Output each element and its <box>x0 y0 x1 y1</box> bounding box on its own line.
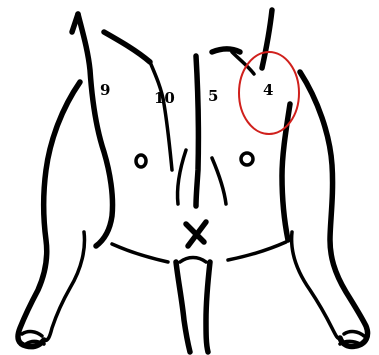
region-9-label: 9 <box>100 81 110 99</box>
lower-left-fold <box>112 244 168 262</box>
right-leg-outline <box>300 72 368 347</box>
lower-right-fold <box>228 242 286 260</box>
genital-mark <box>186 222 206 246</box>
left-haunch-top <box>104 32 150 62</box>
region-4-label: 4 <box>263 81 273 99</box>
left-leg-outline <box>18 82 80 347</box>
region-10-label: 10 <box>154 89 175 107</box>
left-tail-base <box>72 14 78 32</box>
left-haunch-inner-edge <box>150 62 172 170</box>
left-hip-mark <box>136 155 146 167</box>
right-inner-curve <box>212 158 226 204</box>
right-haunch-top <box>212 49 240 52</box>
left-haunch-outline <box>78 14 113 246</box>
region-5-label: 5 <box>208 87 218 105</box>
left-leg-inner <box>44 232 84 340</box>
tail-right-edge <box>206 262 210 352</box>
right-hip-mark <box>241 153 253 165</box>
left-paw <box>22 332 44 344</box>
tail-left-edge <box>176 262 190 352</box>
genital-base <box>180 258 206 263</box>
left-inner-curve <box>177 150 186 204</box>
central-divide <box>196 56 198 206</box>
right-haunch-outline <box>262 10 272 68</box>
